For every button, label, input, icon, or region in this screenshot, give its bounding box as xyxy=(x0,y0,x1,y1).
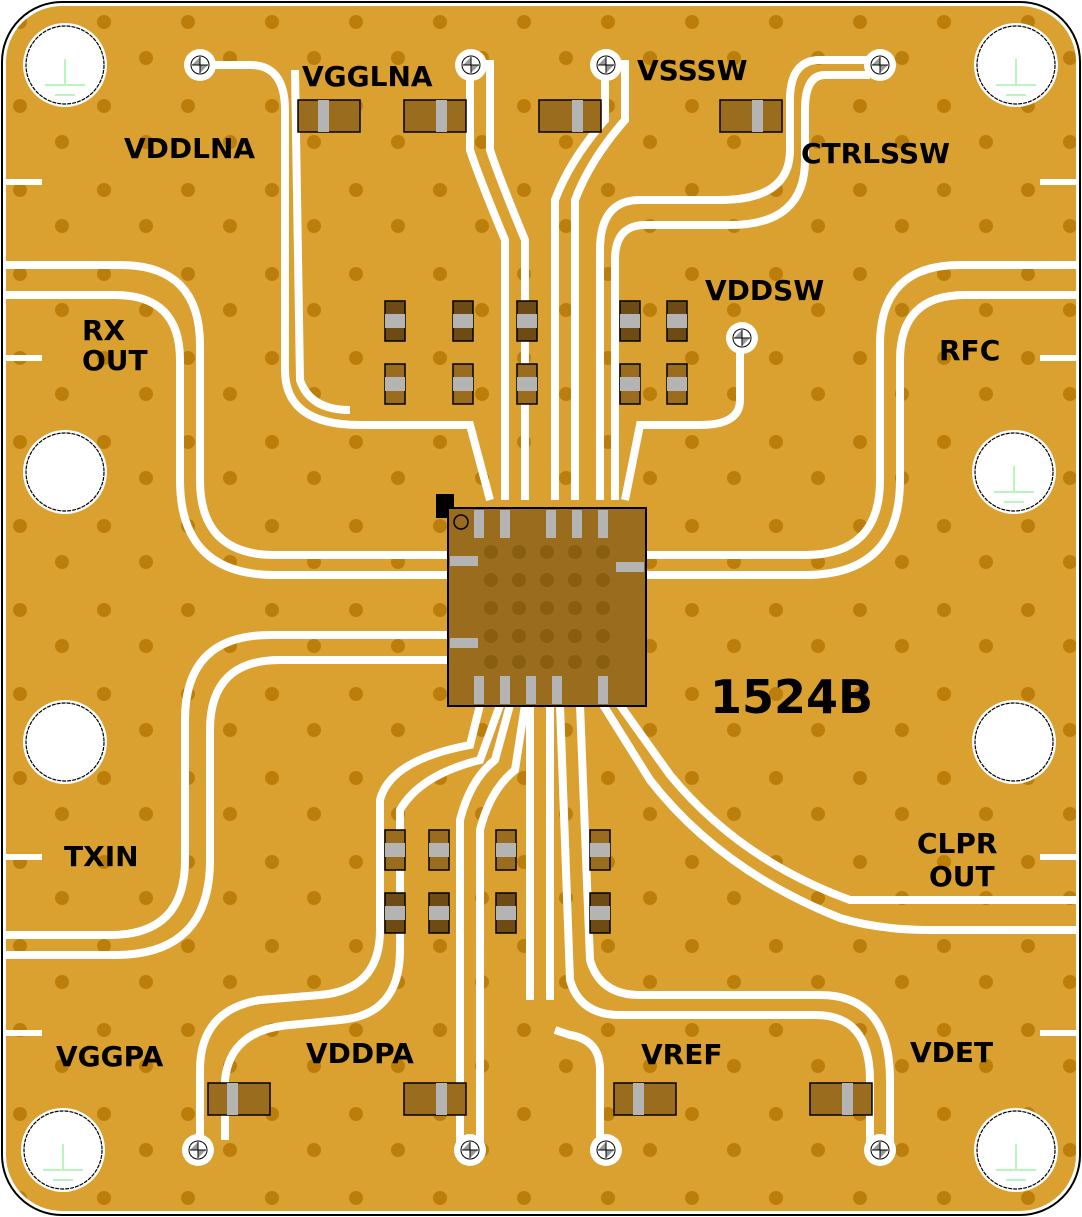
mount-hole xyxy=(972,700,1056,784)
dc-traces-bottom xyxy=(196,703,894,1145)
label-rfc: RFC xyxy=(939,334,1000,367)
part-number: 1524B xyxy=(710,670,873,724)
test-point-icon[interactable] xyxy=(864,1134,896,1166)
label-vddsw: VDDSW xyxy=(705,274,824,307)
capacitor xyxy=(666,363,688,405)
mount-hole xyxy=(974,23,1058,107)
label-rx-out-line1: RX xyxy=(82,314,126,347)
edge-marks xyxy=(6,179,1076,1036)
mount-hole xyxy=(23,23,107,107)
capacitor xyxy=(589,892,611,934)
capacitor xyxy=(384,829,406,871)
capacitor xyxy=(589,829,611,871)
test-point-icon[interactable] xyxy=(454,1134,486,1166)
label-vddlna: VDDLNA xyxy=(124,132,255,165)
label-vggpa: VGGPA xyxy=(56,1040,164,1073)
bypass-capacitors xyxy=(384,300,688,934)
label-clpr-out-line1: CLPR xyxy=(917,827,997,860)
capacitor xyxy=(619,363,641,405)
capacitor xyxy=(297,99,361,133)
capacitor xyxy=(613,1082,677,1116)
label-vsssw: VSSSW xyxy=(637,54,748,87)
rf-trace-clpr-out xyxy=(596,697,1076,934)
capacitor xyxy=(403,1082,467,1116)
label-vref: VREF xyxy=(641,1038,722,1071)
capacitor xyxy=(428,829,450,871)
mount-hole xyxy=(23,700,107,784)
test-point-icon[interactable] xyxy=(590,49,622,81)
capacitor xyxy=(207,1082,271,1116)
rf-trace-rfc xyxy=(640,261,1076,579)
test-point-icon[interactable] xyxy=(590,1134,622,1166)
label-vddpa: VDDPA xyxy=(306,1037,414,1070)
ic-package xyxy=(436,494,647,707)
capacitor xyxy=(384,300,406,342)
label-ctrlssw: CTRLSSW xyxy=(801,137,950,170)
capacitor xyxy=(495,829,517,871)
capacitor xyxy=(452,363,474,405)
rf-trace-rx-out xyxy=(6,261,450,579)
mount-hole xyxy=(972,430,1056,514)
mount-hole xyxy=(23,430,107,514)
capacitor xyxy=(619,300,641,342)
dc-traces-top xyxy=(200,56,880,502)
capacitor xyxy=(809,1082,873,1116)
test-point-icon[interactable] xyxy=(182,1134,214,1166)
test-points xyxy=(182,49,896,1166)
capacitor xyxy=(384,892,406,934)
mounting-holes xyxy=(21,23,1058,1192)
edge-capacitors xyxy=(207,99,873,1116)
capacitor xyxy=(666,300,688,342)
label-rx-out-line2: OUT xyxy=(82,344,148,377)
label-txin: TXIN xyxy=(64,840,139,873)
test-point-icon[interactable] xyxy=(864,49,896,81)
capacitor xyxy=(516,300,538,342)
capacitor xyxy=(452,300,474,342)
test-point-icon[interactable] xyxy=(184,49,216,81)
mount-hole xyxy=(974,1108,1058,1192)
rf-trace-txin xyxy=(6,631,450,959)
label-vgglna: VGGLNA xyxy=(302,60,433,93)
label-vdet: VDET xyxy=(910,1036,993,1069)
capacitor xyxy=(516,363,538,405)
capacitor xyxy=(428,892,450,934)
capacitor xyxy=(384,363,406,405)
capacitor xyxy=(538,99,602,133)
capacitor xyxy=(403,99,467,133)
test-point-icon[interactable] xyxy=(455,49,487,81)
test-point-icon[interactable] xyxy=(726,322,758,354)
capacitor xyxy=(495,892,517,934)
label-clpr-out-line2: OUT xyxy=(929,860,995,893)
mount-hole xyxy=(21,1108,105,1192)
capacitor xyxy=(719,99,783,133)
